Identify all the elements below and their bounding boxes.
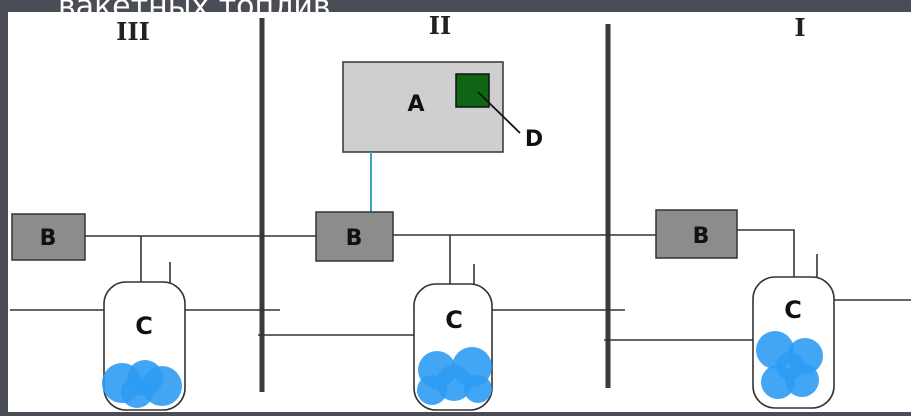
module-d (455, 73, 490, 108)
block-b-label: B (346, 226, 363, 251)
zone-label-ii: II (429, 11, 451, 40)
wiring (10, 229, 911, 341)
slide-caption: вакетных топлив. (58, 0, 340, 24)
zone-label-i: I (794, 13, 805, 42)
block-b-zone-iii (11, 213, 86, 261)
vessel-fill-bubbles (417, 347, 492, 405)
vessel-fill-bubbles (756, 331, 823, 399)
vessel-label: C (135, 312, 153, 340)
vessel-label: C (784, 296, 802, 324)
block-b-zone-ii (315, 211, 394, 262)
block-b-label: B (40, 226, 57, 251)
vessel-c-zone-i: C (752, 276, 835, 409)
zone-label-iii: III (116, 17, 150, 46)
block-b-zone-i (655, 209, 738, 259)
vessel-c-zone-ii: C (413, 283, 493, 411)
block-b-label: B (693, 224, 710, 249)
vessel-c-zone-iii: C (102, 281, 186, 411)
module-label: D (525, 127, 543, 152)
central-unit-label: A (407, 92, 424, 117)
vessel-label: C (445, 306, 463, 334)
module-pointer (477, 91, 521, 134)
vessel-fill-bubbles (102, 360, 182, 408)
